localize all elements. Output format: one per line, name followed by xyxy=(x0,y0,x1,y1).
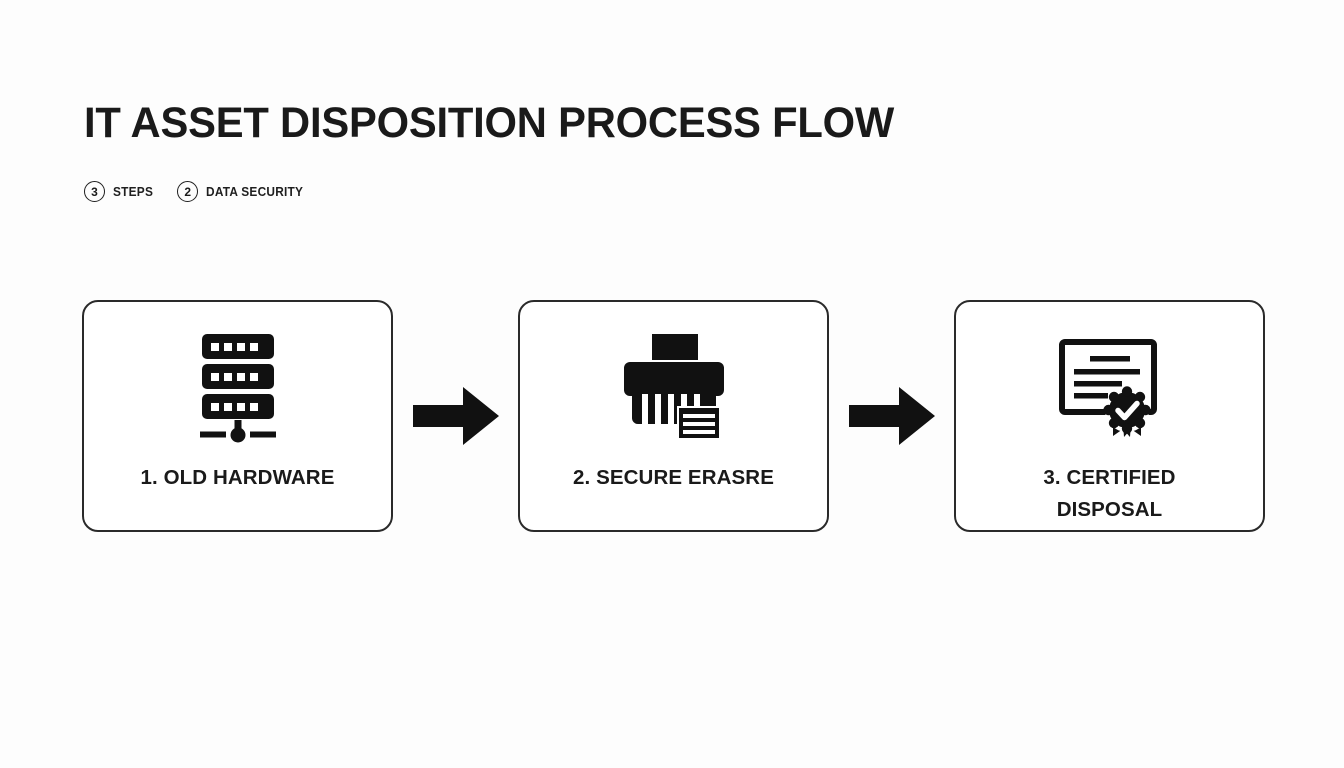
step-3-icon-wrap xyxy=(1056,328,1164,448)
flow-arrow-1 xyxy=(410,385,502,447)
badge-data-security: 2 DATA SECURITY xyxy=(177,181,308,203)
step-1-icon-wrap xyxy=(190,328,286,448)
step-card-secure-erasure[interactable]: 2. SECURE ERASRE xyxy=(518,300,829,532)
certificate-seal-icon xyxy=(1058,339,1157,437)
arrow-right-icon xyxy=(848,387,935,445)
badge-steps-label: STEPS xyxy=(113,184,154,199)
shredder-icon xyxy=(623,334,724,440)
page-header: IT ASSET DISPOSITION PROCESS FLOW 3 STEP… xyxy=(84,99,1264,203)
arrow-right-icon xyxy=(412,387,499,445)
step-card-certified-disposal[interactable]: 3. CERTIFIED DISPOSAL xyxy=(954,300,1265,532)
badge-steps-count: 3 xyxy=(84,181,105,203)
badge-steps: 3 STEPS xyxy=(84,181,155,203)
page-title: IT ASSET DISPOSITION PROCESS FLOW xyxy=(84,99,895,147)
step-2-label: 2. SECURE ERASRE xyxy=(573,466,774,489)
header-badge-row: 3 STEPS 2 DATA SECURITY xyxy=(84,181,1264,203)
process-flow: 1. OLD HARDWARE xyxy=(82,300,1265,532)
badge-data-security-label: DATA SECURITY xyxy=(206,184,304,199)
flow-arrow-2 xyxy=(846,385,938,447)
server-rack-icon xyxy=(199,334,276,443)
step-card-old-hardware[interactable]: 1. OLD HARDWARE xyxy=(82,300,393,532)
step-2-icon-wrap xyxy=(622,328,726,448)
step-3-label: 3. CERTIFIED DISPOSAL xyxy=(1043,466,1176,521)
step-1-label: 1. OLD HARDWARE xyxy=(140,466,335,489)
badge-data-security-count: 2 xyxy=(177,181,199,203)
